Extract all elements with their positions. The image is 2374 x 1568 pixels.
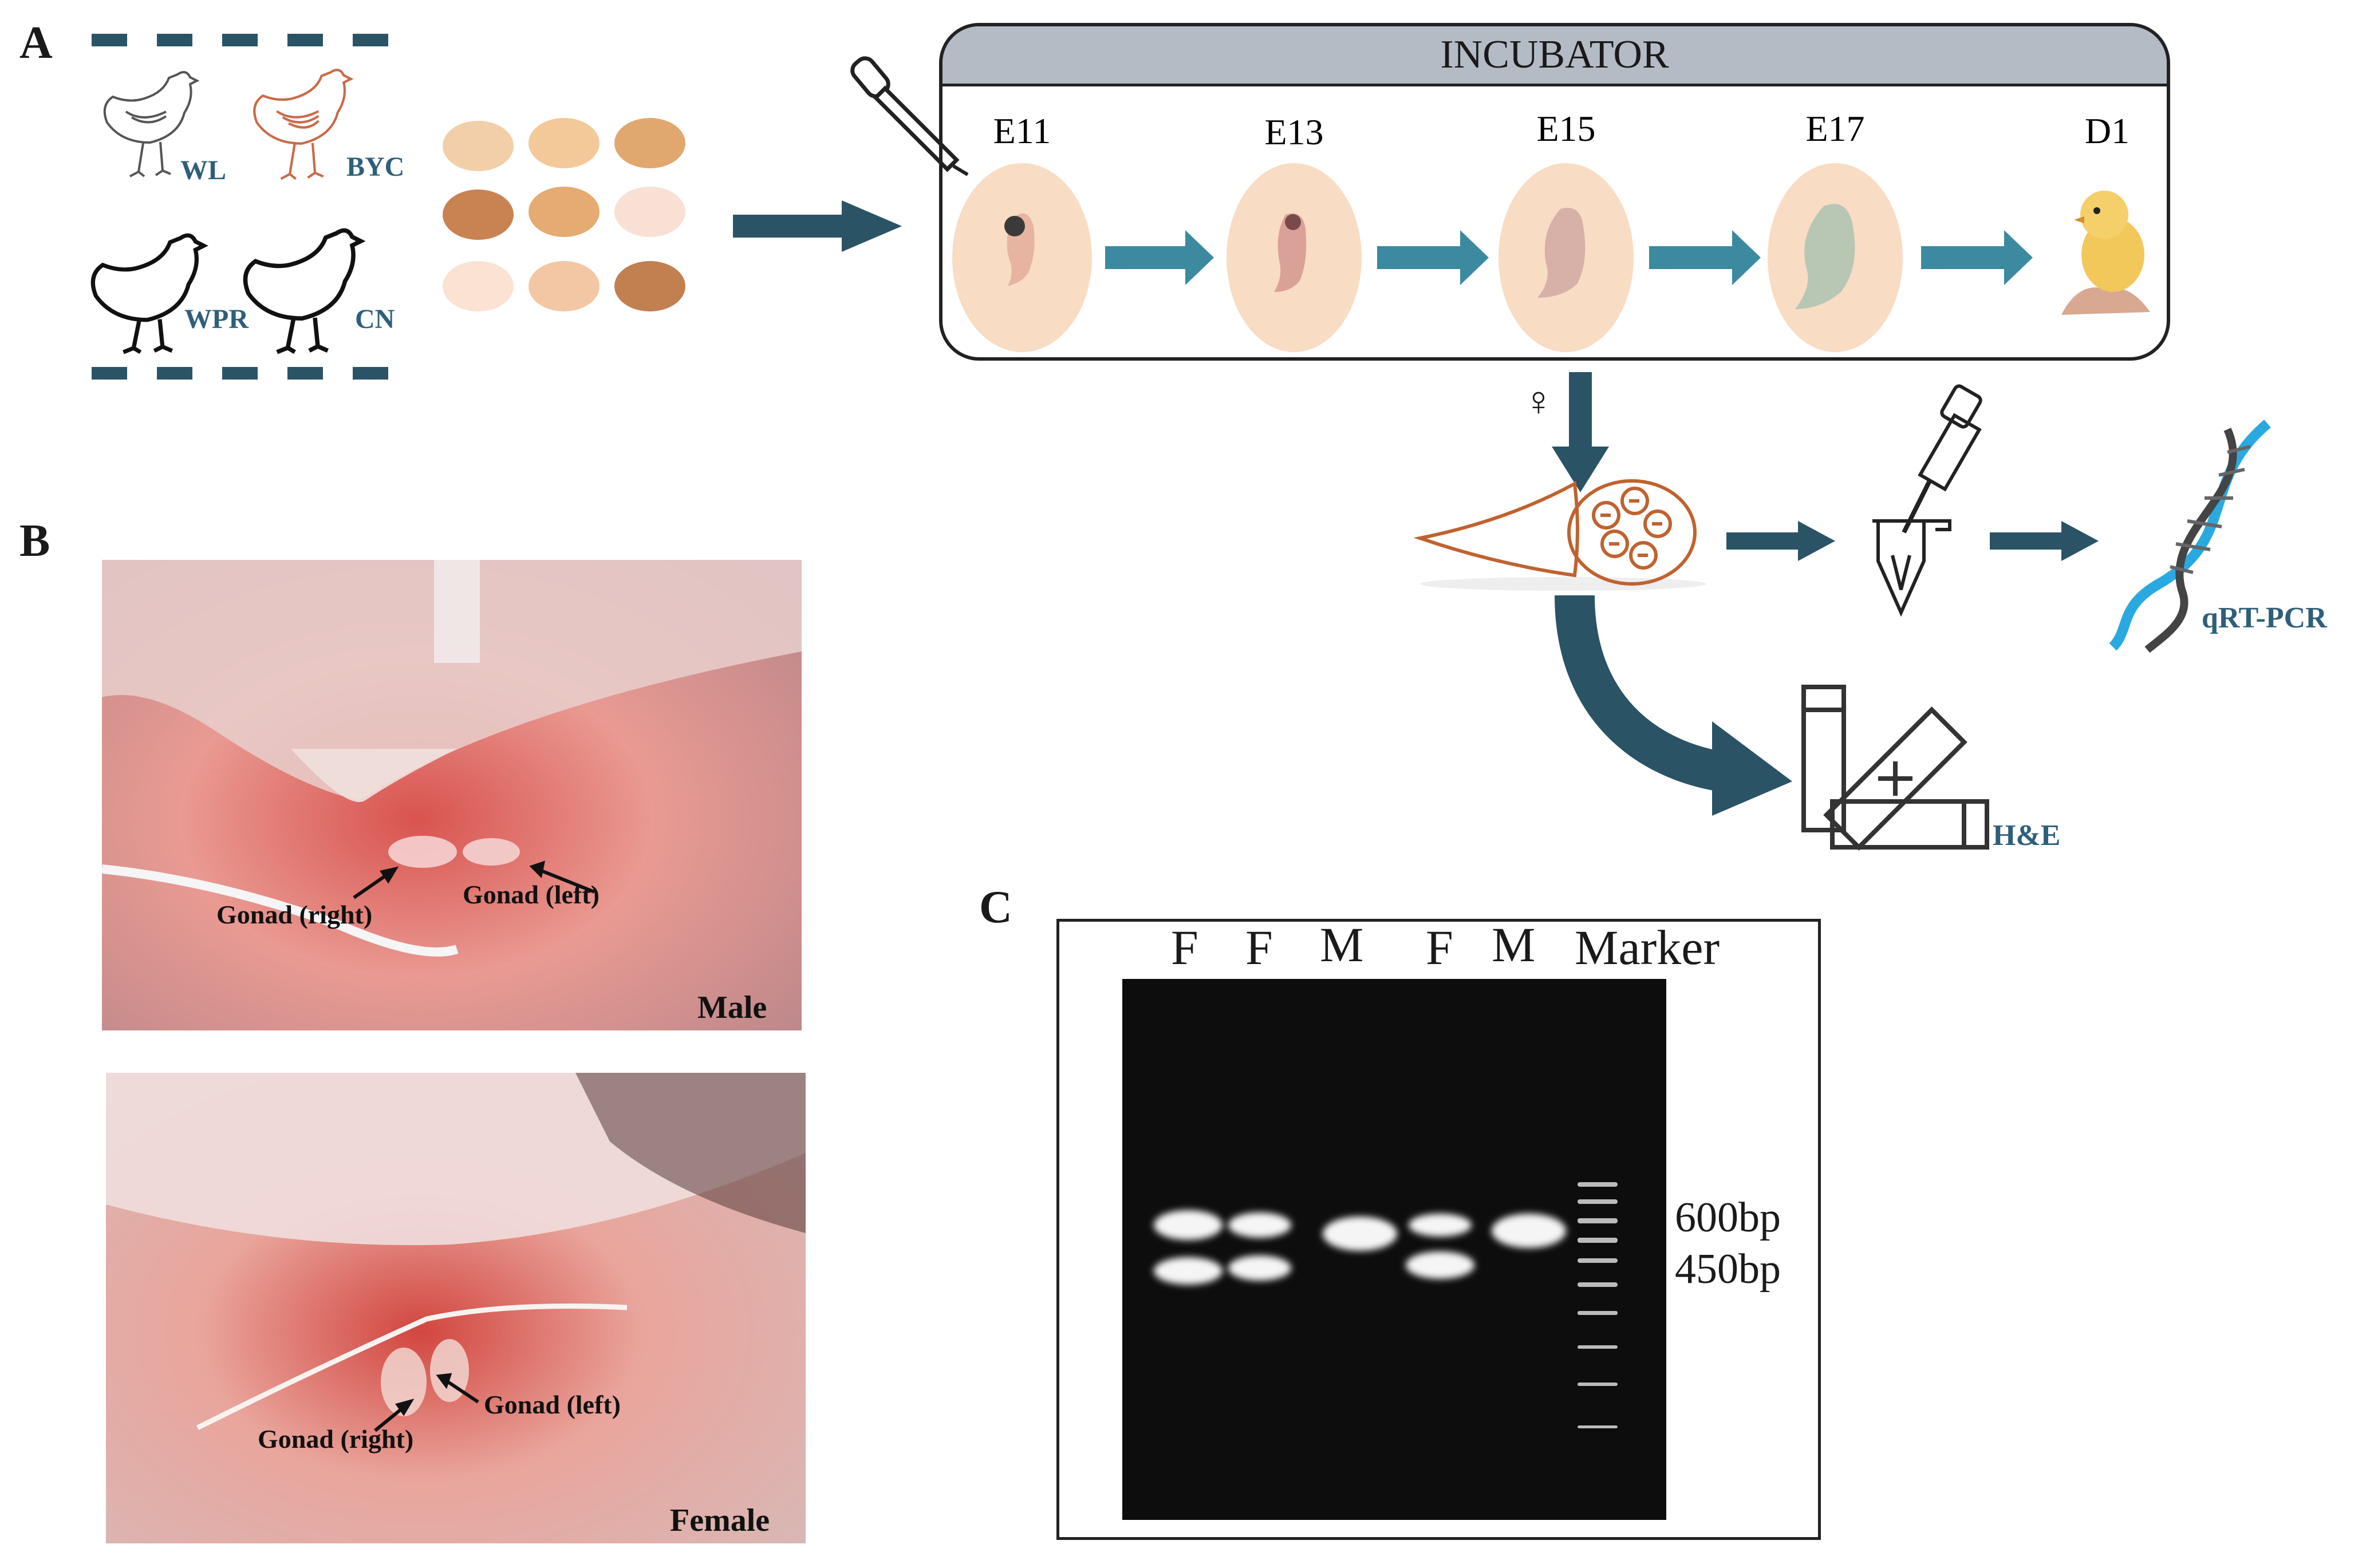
embryo-egg-e17: [1768, 163, 1903, 352]
stage-label-d1: D1: [2085, 110, 2129, 151]
he-label: H&E: [1993, 819, 2061, 852]
incubator-box: INCUBATOR: [939, 23, 2170, 361]
egg-grid: [443, 118, 685, 311]
arrow-to-tube-icon: [1726, 521, 1835, 561]
panel-c-letter: C: [979, 882, 1012, 933]
slides-icon: [1801, 685, 1989, 851]
breed-label-cn: CN: [355, 304, 395, 334]
panel-b-letter: B: [19, 516, 50, 566]
female-gonad-right-label: Gonad (right): [258, 1424, 413, 1454]
chicken-icon-byc: [253, 69, 354, 180]
arrow-to-incubator-icon: [733, 200, 902, 252]
female-gonad-photo: Gonad (right) Gonad (left) Female: [106, 1073, 806, 1543]
female-gonad-left-label: Gonad (left): [484, 1390, 621, 1419]
qrt-pcr-label: qRT-PCR: [2202, 602, 2327, 634]
lane-label-3: M: [1320, 917, 1364, 972]
band-lane1-450: [1154, 1257, 1223, 1285]
stage-arrow-1: [1105, 230, 1214, 285]
arrow-down-icon: [1552, 372, 1609, 492]
stage-arrow-2: [1377, 230, 1489, 285]
band-lane1-600: [1154, 1210, 1223, 1240]
female-sex-label: Female: [670, 1503, 770, 1538]
stage-labels: E11 E13 E15 E17 D1: [993, 108, 2129, 152]
stage-label-e17: E17: [1805, 108, 1864, 149]
arrow-to-dna-icon: [1990, 521, 2099, 561]
muscle-cross-section-icon: [1413, 479, 1706, 591]
chicken-icon-wpr: [90, 233, 208, 354]
band-lane2-450: [1228, 1255, 1291, 1281]
band-lane2-600: [1228, 1212, 1291, 1238]
lane-label-5: M: [1492, 917, 1536, 972]
male-sex-label: Male: [697, 990, 767, 1025]
bp-label-600: 600bp: [1675, 1194, 1781, 1241]
gel-bands: [1154, 1210, 1566, 1285]
lane-label-marker: Marker: [1575, 920, 1720, 975]
breed-box-dashes: [92, 34, 407, 380]
band-lane5-600: [1492, 1214, 1566, 1248]
gel-image: [1122, 979, 1666, 1520]
lane-label-4: F: [1426, 920, 1453, 975]
curved-arrow-icon: [1555, 595, 1792, 816]
lane-label-1: F: [1171, 920, 1198, 975]
panel-a-letter: A: [19, 18, 53, 68]
male-gonad-photo: Gonad (right) Gonad (left) Male: [102, 560, 802, 1030]
lane-label-2: F: [1245, 920, 1273, 975]
chicken-icon-wl: [103, 71, 200, 177]
breed-label-byc: BYC: [346, 152, 405, 182]
embryo-egg-e15: [1498, 163, 1634, 352]
chick-icon: [2061, 191, 2150, 315]
embryo-stages: [952, 163, 2150, 352]
stage-arrow-3: [1649, 230, 1761, 285]
male-gonad-left-label: Gonad (left): [463, 880, 600, 909]
bp-label-450: 450bp: [1675, 1246, 1781, 1293]
breed-label-wl: WL: [180, 155, 227, 185]
egg-icons: [443, 118, 685, 311]
band-lane4-450: [1406, 1251, 1474, 1279]
band-lane4-600: [1409, 1214, 1472, 1237]
embryo-egg-e13: [1227, 163, 1362, 352]
incubator-title: INCUBATOR: [1440, 33, 1669, 77]
male-gonad-right-label: Gonad (right): [216, 900, 372, 929]
incubator-header: INCUBATOR: [942, 26, 2167, 86]
dna-helix-icon: [2109, 420, 2271, 653]
embryo-egg-e11: [952, 163, 1092, 352]
marker-ladder: [1578, 1182, 1618, 1428]
stage-label-e11: E11: [993, 110, 1051, 151]
pipette-tube-icon: [1872, 384, 1982, 617]
stage-label-e13: E13: [1264, 112, 1323, 152]
stage-arrow-4: [1921, 230, 2033, 285]
chicken-icon-cn: [243, 228, 366, 354]
band-lane3-600: [1323, 1217, 1397, 1251]
stage-label-e15: E15: [1536, 108, 1595, 149]
breed-label-wpr: WPR: [184, 304, 249, 334]
